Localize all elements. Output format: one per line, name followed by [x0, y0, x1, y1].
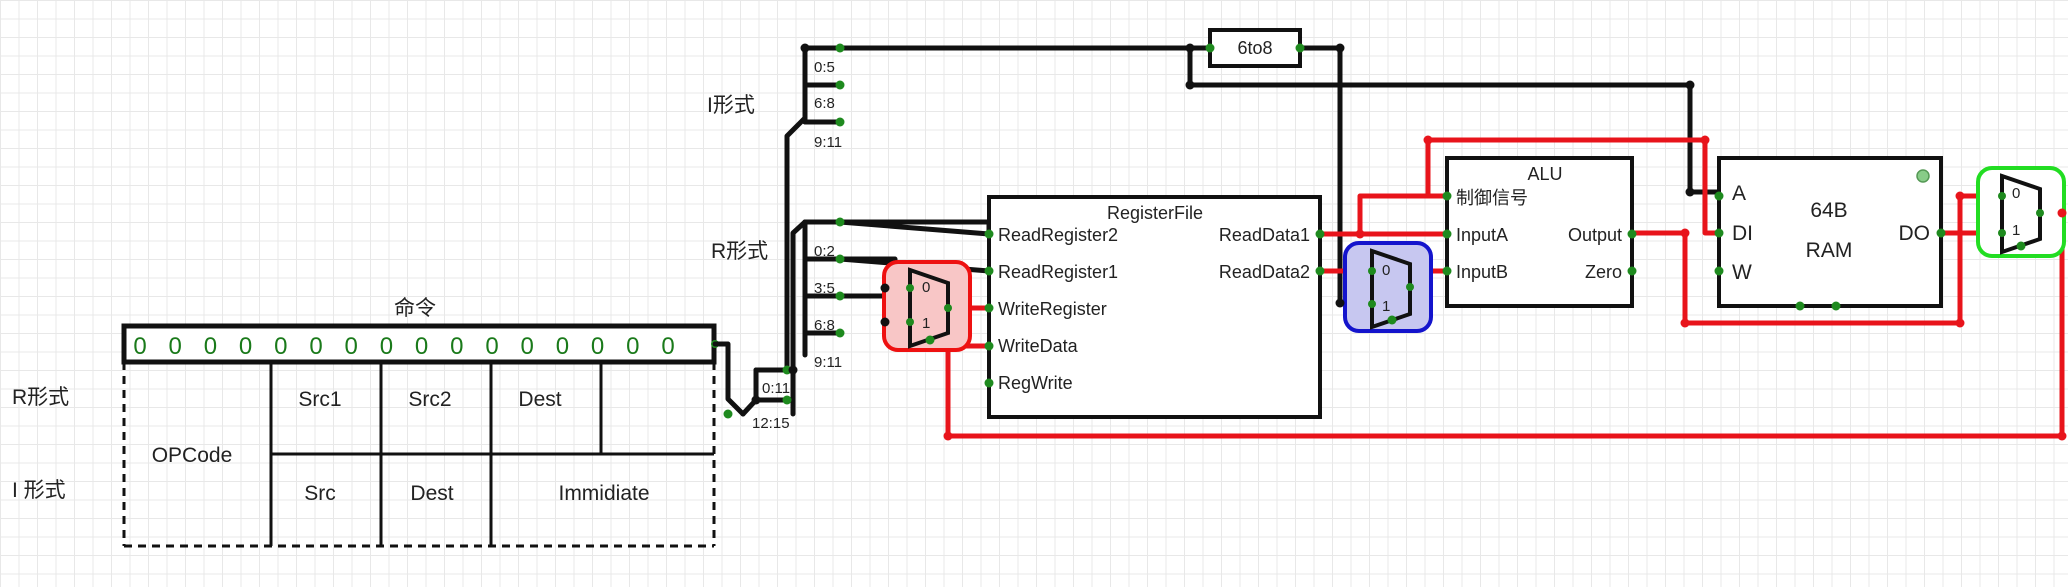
alu-input-a: InputA	[1456, 225, 1508, 245]
instruction-bit[interactable]: 0	[450, 333, 463, 360]
rf-output-readdata1: ReadData1	[1219, 225, 1310, 245]
instruction-bit[interactable]: 0	[274, 333, 287, 360]
instruction-register	[121, 323, 717, 365]
mux-green-pin-1: 1	[2012, 222, 2020, 239]
alu-output: Output	[1568, 225, 1622, 245]
instruction-bit[interactable]: 0	[556, 333, 569, 360]
mux-write-data[interactable]: 0 1	[1976, 166, 2066, 258]
instruction-title: 命令	[394, 297, 436, 320]
field-r-src1: Src1	[298, 388, 341, 411]
register-file: RegisterFile ReadRegister2 ReadRegister1…	[987, 195, 1322, 419]
splitter-main-range-1: 12:15	[752, 415, 790, 432]
instruction-bit[interactable]: 0	[485, 333, 498, 360]
sign-extend-label: 6to8	[1237, 38, 1272, 58]
junctions-red	[943, 135, 2067, 441]
splitter-r-range-3: 9:11	[814, 354, 842, 371]
mux-green-pin-0: 0	[2012, 185, 2020, 202]
ram-input-a: A	[1732, 182, 1746, 205]
field-r-src2: Src2	[408, 388, 451, 411]
splitter-i-range-2: 9:11	[814, 134, 842, 151]
rf-input-regwrite: RegWrite	[998, 373, 1073, 393]
splitter-i-range-1: 6:8	[814, 95, 835, 112]
ram-size: 64B	[1810, 199, 1847, 222]
alu-title: ALU	[1527, 164, 1562, 184]
rf-input-readregister2: ReadRegister2	[998, 225, 1118, 245]
splitter-i-label: I形式	[707, 94, 755, 117]
rf-output-readdata2: ReadData2	[1219, 262, 1310, 282]
register-file-title: RegisterFile	[1107, 203, 1203, 223]
ram-input-w: W	[1732, 261, 1752, 284]
instruction-bit[interactable]: 0	[309, 333, 322, 360]
mux-red-pin-1: 1	[922, 315, 930, 332]
splitter-r-label: R形式	[711, 240, 768, 263]
mux-red-pin-0: 0	[922, 279, 930, 296]
instruction-bit[interactable]: 0	[591, 333, 604, 360]
instruction-bit[interactable]: 0	[239, 333, 252, 360]
instruction-bit[interactable]: 0	[169, 333, 182, 360]
instruction-bit[interactable]: 0	[380, 333, 393, 360]
ram-input-di: DI	[1732, 222, 1753, 245]
field-opcode: OPCode	[152, 444, 233, 467]
mux-blue-pin-1: 1	[1382, 298, 1390, 315]
junctions-black	[751, 43, 1695, 405]
row-label-i-format: I 形式	[12, 479, 66, 502]
ram-output-do: DO	[1899, 222, 1931, 245]
mux-blue-pin-0: 0	[1382, 262, 1390, 279]
mux-alu-input-b[interactable]: 0 1	[1343, 241, 1433, 333]
ram-status-led	[1916, 169, 1930, 183]
rf-input-writedata: WriteData	[998, 336, 1079, 356]
alu-input-b: InputB	[1456, 262, 1508, 282]
splitter-main-range-0: 0:11	[762, 380, 790, 397]
alu-input-control: 制御信号	[1456, 188, 1528, 208]
splitter-r-range-0: 0:2	[814, 243, 835, 260]
instruction-bit[interactable]: 0	[133, 333, 146, 360]
instruction-bit[interactable]: 0	[626, 333, 639, 360]
instruction-bit[interactable]: 0	[415, 333, 428, 360]
ram: 64B RAM A DI W DO	[1717, 156, 1943, 308]
instruction-bit[interactable]: 0	[661, 333, 674, 360]
instruction-bit[interactable]: 0	[521, 333, 534, 360]
sign-extend-6to8: 6to8	[1208, 28, 1302, 68]
splitter-r-range-2: 6:8	[814, 317, 835, 334]
rf-input-writeregister: WriteRegister	[998, 299, 1107, 319]
mux-write-register[interactable]: 0 1	[882, 260, 972, 352]
splitter-labels: I形式 R形式 0:5 6:8 9:11 0:2 3:5 6:8 9:11 0:…	[707, 59, 842, 432]
pins	[723, 43, 2044, 419]
field-i-dest: Dest	[410, 482, 453, 505]
rf-input-readregister1: ReadRegister1	[998, 262, 1118, 282]
splitter-r-range-1: 3:5	[814, 280, 835, 297]
instruction-bit[interactable]: 0	[345, 333, 358, 360]
field-r-dest: Dest	[518, 388, 561, 411]
splitter-i-range-0: 0:5	[814, 59, 835, 76]
alu: ALU 制御信号 InputA InputB Output Zero	[1445, 156, 1634, 308]
field-i-src: Src	[304, 482, 336, 505]
alu-zero: Zero	[1585, 262, 1622, 282]
instruction-bit[interactable]: 0	[204, 333, 217, 360]
ram-name: RAM	[1806, 239, 1853, 262]
field-i-immidiate: Immidiate	[558, 482, 649, 505]
row-label-r-format: R形式	[12, 386, 69, 409]
format-table-grid	[269, 362, 714, 546]
